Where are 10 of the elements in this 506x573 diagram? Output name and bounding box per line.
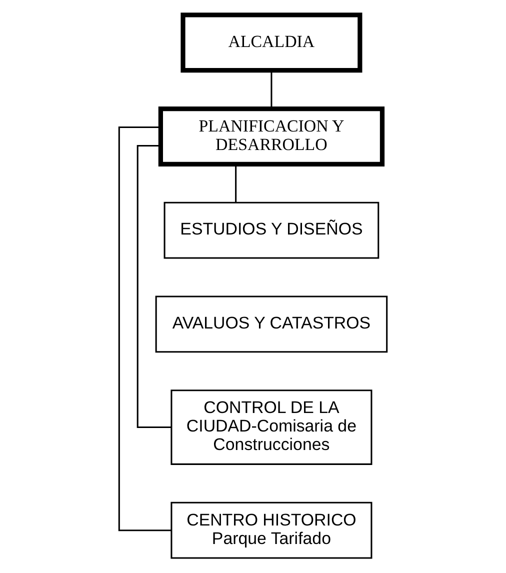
node-box: AVALUOS Y CATASTROS (155, 296, 388, 353)
node-box: CENTRO HISTORICO Parque Tarifado (170, 502, 372, 559)
connector (136, 144, 172, 428)
node-box: PLANIFICACION Y DESARROLLO (158, 106, 385, 166)
connector (270, 70, 272, 108)
node-box: ESTUDIOS Y DISEÑOS (164, 202, 380, 259)
node-box: ALCALDIA (180, 12, 362, 73)
connector (118, 126, 172, 532)
node-box: CONTROL DE LA CIUDAD-Comisaria de Construcciones (170, 390, 372, 465)
connector (235, 164, 237, 202)
